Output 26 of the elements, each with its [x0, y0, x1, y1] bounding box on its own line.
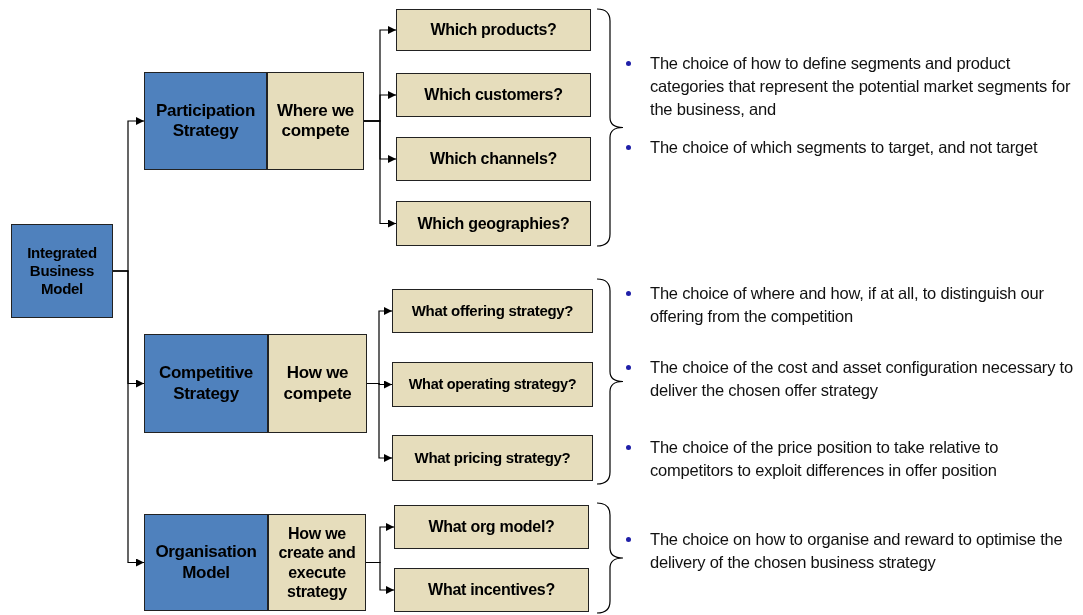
bullet-text: The choice of the cost and asset configuration necessary to deliver the chosen offer strategy	[650, 357, 1074, 401]
bullet-text: The choice of how to define segments and product categories that represent the potential market segments for the business, and	[650, 53, 1072, 120]
connector-arrow	[365, 561, 395, 594]
connector-arrow	[112, 270, 145, 567]
question-box: What incentives?	[394, 568, 589, 612]
bullet-text: The choice on how to organise and reward to optimise the delivery of the chosen business strategy	[650, 529, 1064, 573]
question-box: What pricing strategy?	[392, 435, 593, 481]
question-box: How we compete	[268, 334, 367, 433]
strategy-box: Organisation Model	[144, 514, 268, 611]
question-box: Which products?	[396, 9, 591, 51]
question-box: How we create and execute strategy	[268, 514, 366, 611]
bullet-text: The choice of the price position to take relative to competitors to exploit differences in offer position	[650, 437, 1000, 481]
bullet-text: The choice of where and how, if at all, to distinguish our offering from the competition	[650, 283, 1045, 327]
question-box: Where we compete	[267, 72, 364, 170]
question-box: Which customers?	[396, 73, 591, 117]
connector-arrow	[366, 382, 393, 462]
bullet-text: The choice of which segments to target, and not target	[650, 137, 1039, 158]
strategy-box: Integrated Business Model	[11, 224, 113, 318]
connector-arrow	[363, 120, 397, 228]
strategy-box: Participation Strategy	[144, 72, 267, 170]
question-box: Which channels?	[396, 137, 591, 181]
question-box: What org model?	[394, 505, 589, 549]
question-box: Which geographies?	[396, 201, 591, 246]
question-box: What offering strategy?	[392, 289, 593, 333]
strategy-box: Competitive Strategy	[144, 334, 268, 433]
question-box: What operating strategy?	[392, 362, 593, 407]
